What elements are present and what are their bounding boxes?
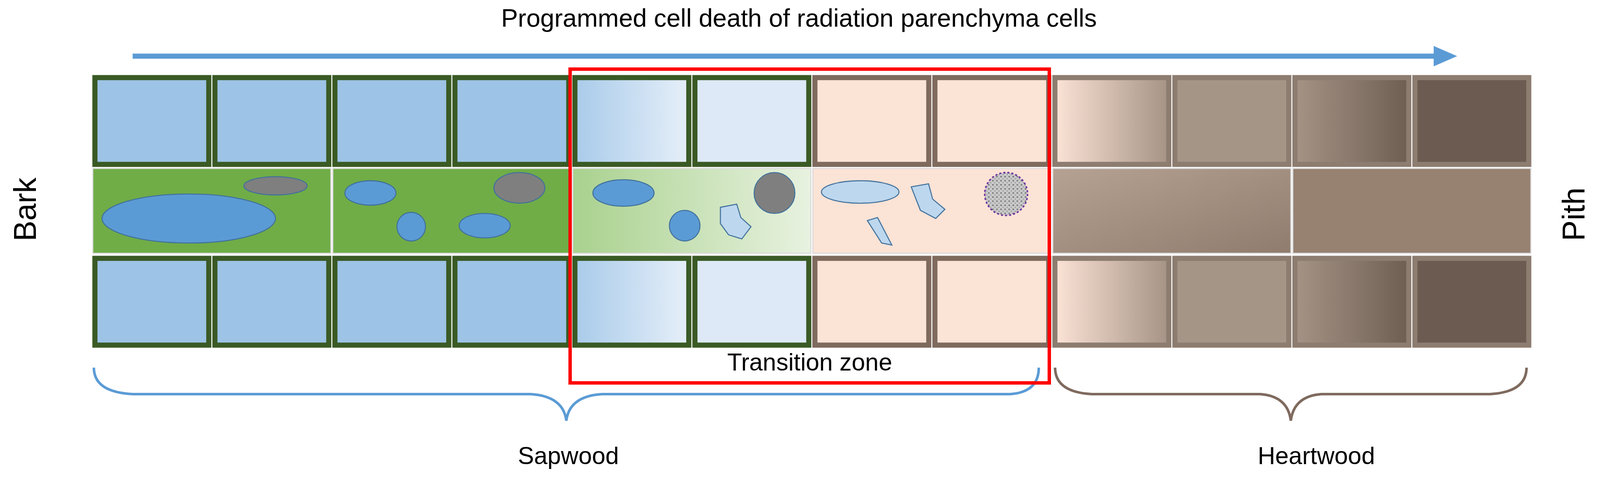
wood-cell — [95, 77, 210, 165]
wood-cell — [335, 258, 450, 346]
ray-parenchyma-cell — [572, 168, 811, 254]
wood-cell — [694, 77, 809, 165]
wood-cell — [814, 258, 929, 346]
side-label: Pith — [1556, 187, 1593, 242]
side-label: Bark — [7, 177, 44, 242]
wood-cell — [1414, 258, 1529, 346]
wood-cell — [1174, 258, 1289, 346]
wood-cell — [1294, 77, 1409, 165]
ray-parenchyma-cell — [812, 168, 1051, 254]
zone-label: Transition zone — [727, 348, 892, 377]
ray-parenchyma-cell — [1052, 168, 1292, 254]
wood-cell — [1054, 77, 1169, 165]
wood-cell — [1414, 77, 1529, 165]
wood-cell — [454, 77, 569, 165]
wood-cell — [335, 77, 450, 165]
region-label: Sapwood — [517, 442, 620, 471]
wood-cell — [214, 77, 329, 165]
wood-cell — [95, 258, 210, 346]
wood-cell — [694, 258, 809, 346]
wood-cell — [574, 77, 689, 165]
wood-cell — [935, 258, 1050, 346]
wood-cell — [574, 258, 689, 346]
transition-zone-frame: Transition zone — [568, 67, 1051, 385]
wood-cell — [214, 258, 329, 346]
region-label: Heartwood — [1257, 442, 1375, 471]
wood-cell — [814, 77, 929, 165]
ray-parenchyma-cell — [1292, 168, 1532, 254]
wood-cell — [1294, 258, 1409, 346]
wood-cell — [1054, 258, 1169, 346]
wood-cell — [454, 258, 569, 346]
wood-cell — [1174, 77, 1289, 165]
arrow-title: Programmed cell death of radiation paren… — [501, 3, 1097, 33]
wood-cell — [935, 77, 1050, 165]
ray-parenchyma-cell — [332, 168, 571, 254]
ray-parenchyma-cell — [92, 168, 331, 254]
